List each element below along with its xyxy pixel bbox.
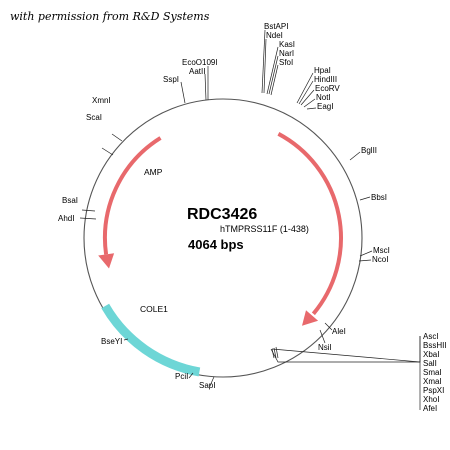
site-label: HpaI xyxy=(314,66,331,75)
site-label: EcoRV xyxy=(315,84,340,93)
site-label: NotI xyxy=(316,93,331,102)
site-label: SapI xyxy=(199,381,215,390)
credit-text: with permission from R&D Systems xyxy=(10,10,210,23)
site-label: EcoO109I xyxy=(182,58,218,67)
site-label: XbaI xyxy=(423,350,439,359)
site-label: AscI xyxy=(423,332,439,341)
insert-arrowhead xyxy=(302,310,319,326)
site-label: MscI xyxy=(373,246,390,255)
insert-name: hTMPRSS11F (1-438) xyxy=(220,224,309,234)
site-label: XmnI xyxy=(92,96,111,105)
site-label: AatII xyxy=(189,67,205,76)
site-label: HindIII xyxy=(314,75,337,84)
site-label: XhoI xyxy=(423,395,439,404)
insert-arrow xyxy=(277,132,343,316)
site-label: ScaI xyxy=(86,113,102,122)
site-label: NarI xyxy=(279,49,294,58)
site-label: KasI xyxy=(279,40,295,49)
plasmid-size: 4064 bps xyxy=(188,237,244,252)
site-leaders xyxy=(79,29,421,410)
site-label: AfeI xyxy=(423,404,437,413)
cole1-label: COLE1 xyxy=(140,304,168,314)
site-label: AhdI xyxy=(58,214,74,223)
site-label: SfoI xyxy=(279,58,293,67)
site-label: NcoI xyxy=(372,255,388,264)
site-label: SspI xyxy=(163,75,179,84)
plasmid-name: RDC3426 xyxy=(187,206,257,223)
site-label: AleI xyxy=(332,327,346,336)
site-label: EagI xyxy=(317,102,333,111)
site-label: NdeI xyxy=(266,31,283,40)
site-label: BbsI xyxy=(371,193,387,202)
site-label: PspXI xyxy=(423,386,444,395)
amp-arrowhead xyxy=(98,253,115,269)
site-label: BssHII xyxy=(423,341,447,350)
cole1-feature xyxy=(101,303,201,377)
site-label: BsaI xyxy=(62,196,78,205)
site-label: BglII xyxy=(361,146,377,155)
site-label: NsiI xyxy=(318,343,332,352)
site-label: SmaI xyxy=(423,368,442,377)
site-label: SalI xyxy=(423,359,437,368)
amp-label: AMP xyxy=(144,167,163,177)
site-label: PciI xyxy=(175,372,188,381)
backbone-circle xyxy=(83,98,363,378)
site-label: XmaI xyxy=(423,377,442,386)
site-labels: BstAPI NdeI KasI NarI SfoI HpaI HindIII … xyxy=(58,22,447,413)
site-label: BstAPI xyxy=(264,22,288,31)
amp-arrow xyxy=(102,136,162,255)
site-label: BseYI xyxy=(101,337,122,346)
